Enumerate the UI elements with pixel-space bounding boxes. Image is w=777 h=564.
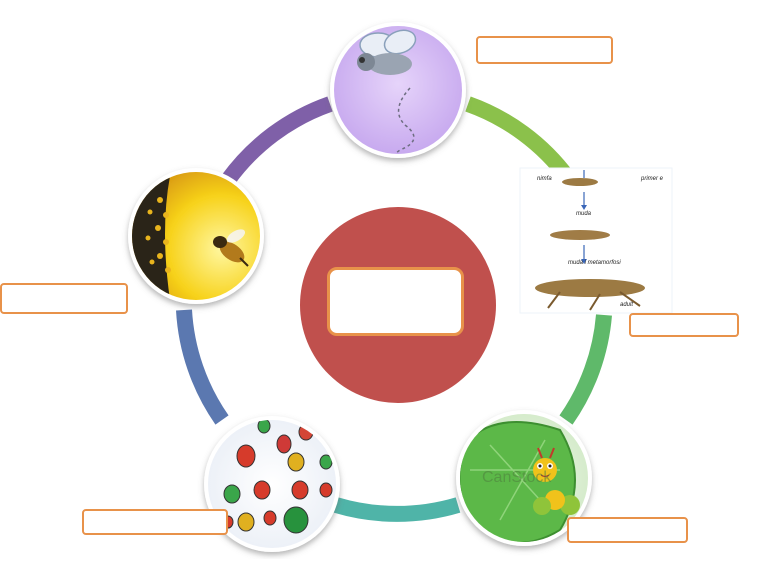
ring-segment-green-dark (559, 314, 612, 425)
center-answer-box[interactable] (327, 267, 464, 336)
answer-box-caterpillar[interactable] (567, 517, 688, 543)
caption-molt-2: muda i metamorfosi (568, 260, 621, 266)
fly-icon (357, 29, 421, 154)
caption-molt-1: muda (576, 211, 592, 217)
caption-adult: adult (620, 302, 633, 308)
stage-grasshopper: nimfa muda muda i metamorfosi adult prim… (519, 167, 673, 314)
caption-first: primer e (640, 176, 664, 182)
answer-box-beetles[interactable] (82, 509, 228, 535)
ring-segment-blue (176, 309, 229, 425)
caterpillar-icon: CanStock (460, 421, 580, 542)
answer-box-fly[interactable] (476, 36, 613, 64)
caterpillar-watermark: CanStock (482, 469, 552, 486)
ring-segment-teal (333, 497, 461, 522)
ring-segment-purple (221, 96, 333, 185)
grasshopper-icon (535, 170, 645, 311)
ring-segment-green (465, 96, 575, 183)
caption-nymph: nimfa (537, 176, 552, 182)
bee-icon (132, 176, 249, 300)
beetle-icon (222, 420, 333, 534)
answer-box-bee[interactable] (0, 283, 128, 314)
answer-box-grasshopper[interactable] (629, 313, 739, 337)
